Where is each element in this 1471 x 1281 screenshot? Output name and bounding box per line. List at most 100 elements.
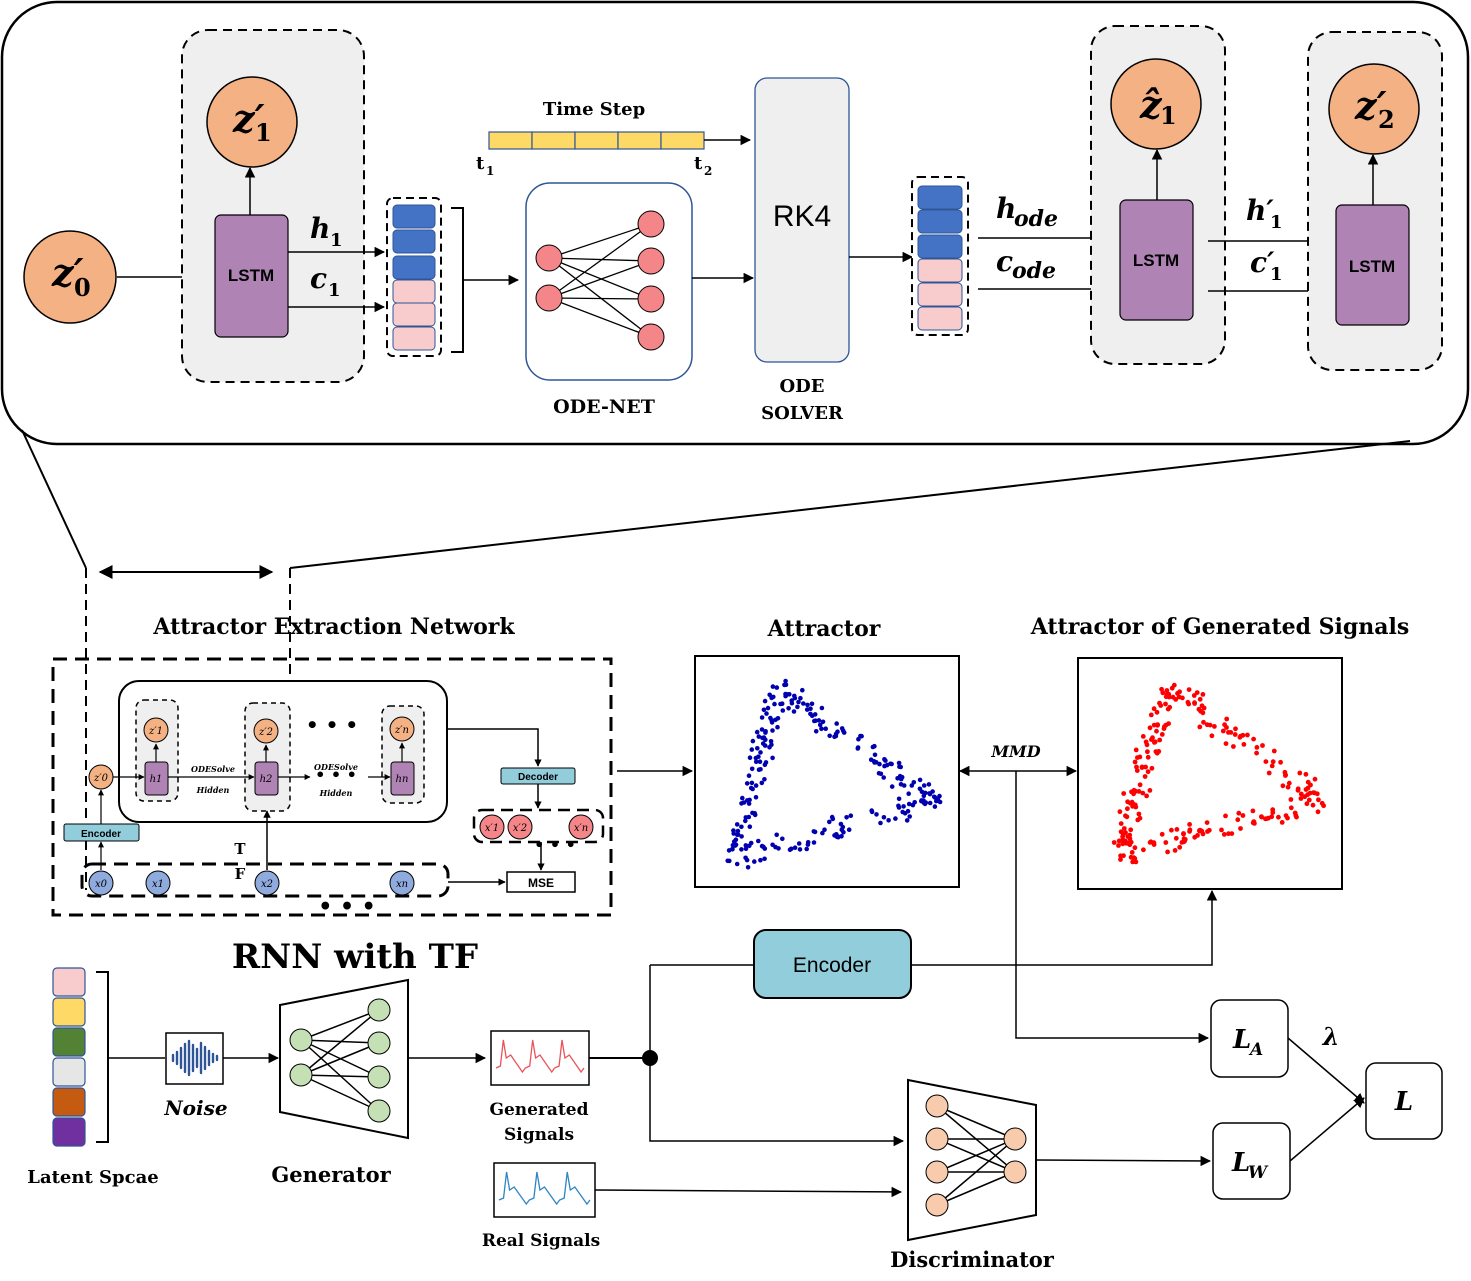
scatter-point — [1145, 749, 1150, 755]
scatter-point — [770, 728, 775, 733]
svg-text:LSTM: LSTM — [228, 266, 274, 285]
ode-net-graph — [535, 210, 665, 351]
scatter-point — [1251, 736, 1256, 742]
scatter-point — [927, 791, 933, 797]
svg-text:h: h — [310, 212, 330, 245]
svg-text:x′2: x′2 — [513, 823, 527, 834]
tf-t-label: T — [234, 840, 246, 858]
scatter-point — [1224, 725, 1229, 730]
scatter-point — [750, 738, 756, 744]
input-node-label: x0 — [95, 879, 108, 890]
scatter-point — [769, 742, 774, 747]
scatter-point — [872, 752, 878, 758]
neuron-node — [367, 1065, 391, 1089]
scatter-point — [827, 733, 832, 739]
neuron-node — [367, 998, 391, 1022]
arrow-rnn-to-decoder — [447, 728, 542, 767]
t2-label: t 2 — [694, 153, 712, 178]
time-step-cell — [574, 131, 619, 150]
scatter-point — [1269, 763, 1275, 769]
scatter-point — [1270, 810, 1276, 815]
scatter-point — [1121, 826, 1127, 831]
scatter-point — [1137, 754, 1143, 760]
scatter-point — [1298, 796, 1304, 801]
scatter-point — [800, 687, 805, 693]
hidden-label-1: Hidden — [196, 785, 230, 795]
generated-signals-label-1: Generated — [489, 1100, 588, 1120]
scatter-point — [1219, 827, 1224, 833]
scatter-point — [746, 773, 752, 778]
scatter-point — [773, 717, 778, 723]
ode-solver-label-1: ODE — [779, 376, 824, 397]
generated-attractor-title: Attractor of Generated Signals — [1030, 614, 1410, 640]
scatter-point — [1147, 840, 1153, 845]
scatter-point — [1132, 845, 1138, 851]
state-cell — [917, 258, 963, 283]
scatter-point — [1127, 800, 1133, 806]
scatter-point — [905, 808, 911, 814]
lstm-block-3: LSTM — [1335, 204, 1410, 326]
state-stack-2-cells — [917, 185, 963, 331]
mini-xpn: x′n — [568, 814, 594, 840]
scatter-point — [796, 841, 802, 846]
scatter-point — [749, 780, 755, 786]
edge — [548, 297, 652, 300]
scatter-point — [786, 706, 791, 711]
scatter-point — [775, 724, 780, 730]
scatter-point — [804, 707, 810, 712]
svg-text:c: c — [310, 262, 327, 295]
mini-xp2: x′2 — [507, 814, 533, 840]
scatter-point — [756, 734, 762, 739]
scatter-point — [1182, 837, 1188, 842]
svg-text:hn: hn — [396, 774, 409, 785]
edge — [300, 1009, 380, 1041]
scatter-point — [1295, 787, 1301, 793]
z0-prime-node: z′ 0 — [23, 230, 117, 324]
scatter-point — [739, 834, 744, 839]
scatter-point — [787, 847, 793, 853]
scatter-point — [1241, 742, 1247, 747]
scatter-point — [1162, 724, 1167, 730]
svg-text:h: h — [996, 192, 1016, 225]
scatter-point — [820, 830, 825, 836]
latent-cell — [52, 1087, 86, 1117]
scatter-point — [753, 759, 759, 764]
svg-text:c′: c′ — [1250, 246, 1275, 279]
scatter-point — [758, 857, 763, 863]
neuron-node — [637, 323, 665, 351]
scatter-point — [797, 847, 803, 852]
scatter-point — [753, 783, 759, 788]
neuron-node — [925, 1127, 949, 1151]
scatter-point — [1187, 827, 1193, 833]
scatter-point — [1131, 791, 1136, 797]
scatter-point — [893, 816, 898, 821]
neuron-node — [535, 284, 563, 312]
ode-solve-label-2: ODESolve — [314, 762, 358, 772]
scatter-point — [1137, 815, 1143, 821]
scatter-point — [1151, 706, 1157, 712]
svg-text:L: L — [1232, 1025, 1251, 1055]
scatter-point — [1128, 827, 1134, 833]
scatter-point — [1276, 814, 1281, 820]
scatter-point — [832, 734, 837, 740]
edge — [300, 1074, 380, 1112]
scatter-point — [813, 729, 819, 734]
scatter-point — [1159, 831, 1165, 837]
scatter-point — [883, 758, 888, 763]
svg-text:Encoder: Encoder — [793, 954, 871, 977]
scatter-point — [783, 682, 789, 687]
scatter-point — [809, 713, 815, 719]
input-node — [254, 870, 280, 896]
input-sequence-box — [80, 862, 450, 898]
lstm-block-2: LSTM — [1119, 199, 1194, 321]
scatter-point — [1245, 732, 1250, 738]
scatter-point — [725, 858, 730, 864]
scatter-point — [762, 698, 768, 704]
scatter-point — [1160, 690, 1166, 696]
scatter-point — [906, 791, 911, 796]
latent-space-label: Latent Spcae — [27, 1167, 158, 1188]
scatter-point — [765, 705, 771, 711]
scatter-point — [1154, 709, 1160, 715]
mse-box: MSE — [506, 871, 576, 893]
real-signals-box — [493, 1162, 596, 1218]
